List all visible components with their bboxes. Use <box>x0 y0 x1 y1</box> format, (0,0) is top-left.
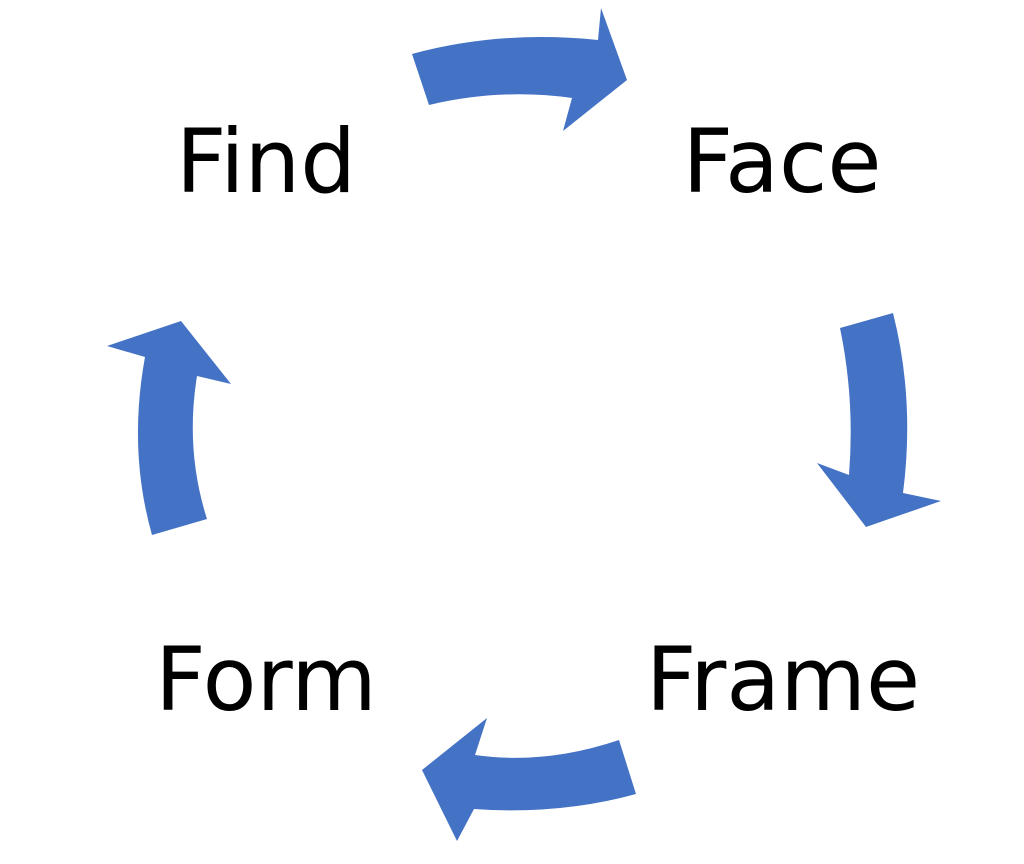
step-label-find: Find <box>175 110 357 213</box>
arrow-form-to-find <box>107 321 231 535</box>
step-label-frame: Frame <box>645 628 921 731</box>
arrow-face-to-frame <box>817 313 941 527</box>
step-label-form: Form <box>155 628 377 731</box>
arrow-frame-to-form <box>422 718 636 841</box>
arrow-find-to-face <box>412 8 627 131</box>
step-label-face: Face <box>682 110 882 213</box>
